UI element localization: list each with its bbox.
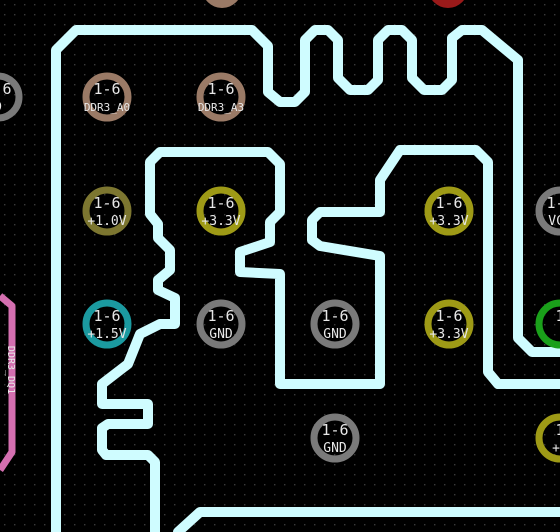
via-ring [196, 72, 246, 122]
via-net-label: +1.5V [87, 327, 126, 342]
via--1-5v[interactable]: 1-6 +1.5V [82, 299, 132, 349]
via-layers-label: 1-6 [0, 80, 12, 98]
via-ring [196, 186, 246, 236]
via-ring [310, 413, 360, 463]
via-vcc[interactable]: 1-6VCC [535, 186, 560, 236]
via-ring [310, 299, 360, 349]
via-ring [0, 72, 23, 122]
via-net-label: VCC [548, 214, 560, 229]
via-ring [82, 72, 132, 122]
via-ring [82, 299, 132, 349]
via-net-label: D [0, 100, 2, 115]
via-ring [424, 186, 474, 236]
via-layers-label: 1-6 [93, 194, 120, 212]
via-d[interactable]: 1-6D [0, 72, 23, 122]
via-layers-label: 1-6 [93, 307, 120, 325]
via-layers-label: 1-6 [321, 307, 348, 325]
via-net-label: DDR3_A0 [84, 101, 130, 114]
via-net-label: GND [323, 441, 347, 456]
via-net-label: +3.3V [429, 214, 468, 229]
via-layers-label: 1 [555, 307, 560, 325]
via-layers-label: 1-6 [435, 307, 462, 325]
via-layers-label: 1-6 [435, 194, 462, 212]
via-net-label: GND [209, 327, 233, 342]
via--3[interactable]: 1+3 [535, 413, 560, 463]
via-layers-label: 1-6 [207, 194, 234, 212]
via-net-label: GND [323, 327, 347, 342]
via-net-label: +3.3V [429, 327, 468, 342]
via-unnamed[interactable]: 1 [535, 299, 560, 349]
via--3-3v[interactable]: 1-6 +3.3V [196, 186, 246, 236]
via-net-label: +3.3V [201, 214, 240, 229]
via-offscreen-top-1 [206, 0, 238, 8]
copper-traces [51, 25, 560, 532]
track-label: DDR3_DQ1 [5, 346, 16, 394]
via-layers-label: 1-6 [321, 421, 348, 439]
via-ring [535, 413, 560, 463]
via-layers-label: 1-6 [93, 80, 120, 98]
inner-trace-left [97, 145, 560, 532]
via--3-3v[interactable]: 1-6 +3.3V [424, 299, 474, 349]
via-ring [196, 299, 246, 349]
via-ring [424, 299, 474, 349]
via--1-0v[interactable]: 1-6 +1.0V [82, 186, 132, 236]
via-ring [535, 186, 560, 236]
via-net-label: DDR3_A3 [198, 101, 244, 114]
via-net-label: +3 [552, 441, 560, 456]
track-ddr3-dq1[interactable]: DDR3_DQ1 [0, 293, 16, 472]
via-layers-label: 1-6 [207, 80, 234, 98]
via-ring [82, 186, 132, 236]
via-layers-label: 1-6 [207, 307, 234, 325]
via-layers-label: 1 [555, 421, 560, 439]
via-group: 1-6D1-6DDR3_A01-6DDR3_A31-6+1.0V1-6+3.3V… [0, 72, 560, 463]
via-net-label: +1.0V [87, 214, 126, 229]
via-offscreen-top-2 [432, 0, 464, 8]
outer-trace [51, 25, 560, 532]
via--3-3v[interactable]: 1-6 +3.3V [424, 186, 474, 236]
via-ring [535, 299, 560, 349]
via-layers-label: 1-6 [546, 194, 560, 212]
bottom-trace [173, 507, 560, 532]
